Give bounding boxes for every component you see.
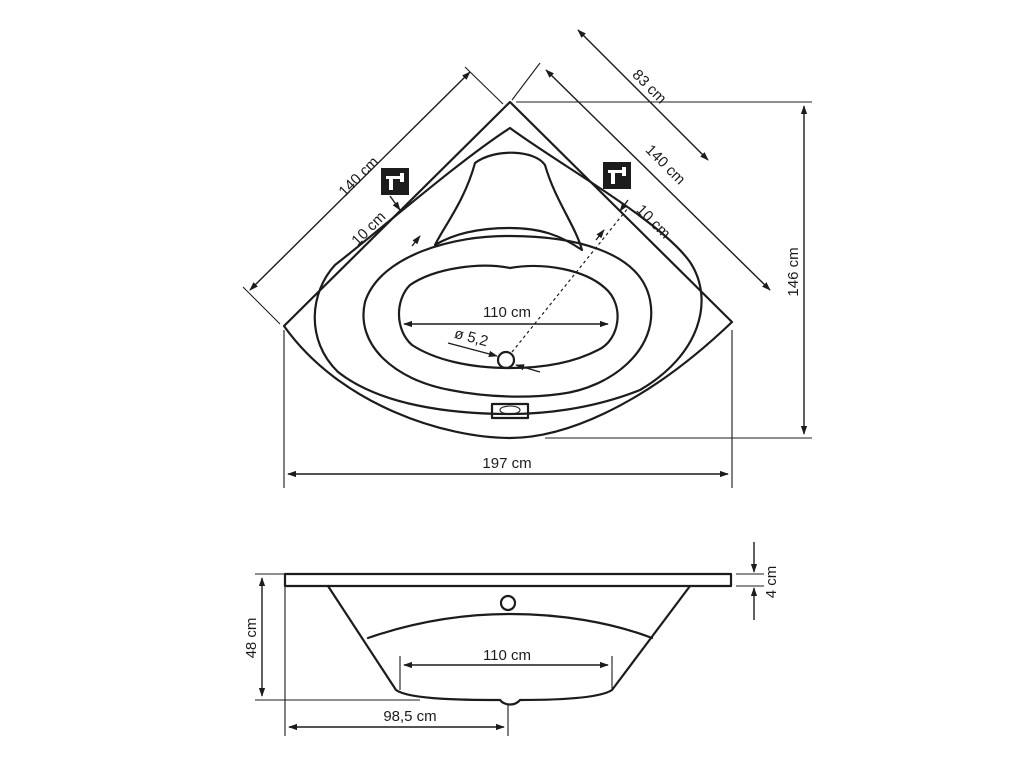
tub-side-body xyxy=(326,584,692,706)
drain-leader xyxy=(447,342,498,357)
faucet-icon xyxy=(381,168,409,195)
basin-outer-contour xyxy=(362,234,653,398)
drain-arrow-right xyxy=(515,364,541,373)
label-width: 197 cm xyxy=(482,455,531,472)
drain-circle xyxy=(496,350,516,370)
overflow-slot xyxy=(490,402,530,420)
faucet-icon xyxy=(603,162,631,189)
label-height: 146 cm xyxy=(785,247,802,296)
side-backrest-curve xyxy=(366,612,654,640)
tub-outer-outline xyxy=(282,100,734,440)
side-view: 48 cm 4 cm 110 cm 98,5 cm xyxy=(243,542,780,736)
dim-line-83 xyxy=(577,29,709,161)
rim-arrow-left xyxy=(411,235,421,247)
side-overflow-circle xyxy=(499,594,517,612)
dim-line-right-10 xyxy=(619,199,629,212)
label-side-left: 140 cm xyxy=(335,153,382,200)
rim-plate xyxy=(283,572,733,588)
label-side-basin-width: 110 cm xyxy=(483,647,531,664)
label-half-width: 98,5 cm xyxy=(383,708,436,725)
label-drain-diameter: ø 5,2 xyxy=(452,325,489,350)
basin-inner-contour xyxy=(397,264,619,370)
label-side-right: 140 cm xyxy=(642,141,689,188)
overflow-hole xyxy=(499,405,521,415)
dim-line-left-10 xyxy=(389,195,401,211)
label-side-height: 48 cm xyxy=(243,618,260,659)
label-rim-right: 10 cm xyxy=(633,201,674,242)
label-rim-thickness: 4 cm xyxy=(763,566,780,599)
top-view: 140 cm 10 cm 83 cm 140 cm 10 cm 146 cm 1… xyxy=(242,29,812,488)
label-basin-width: 110 cm xyxy=(483,304,531,321)
dim-line-left-140 xyxy=(249,71,471,291)
